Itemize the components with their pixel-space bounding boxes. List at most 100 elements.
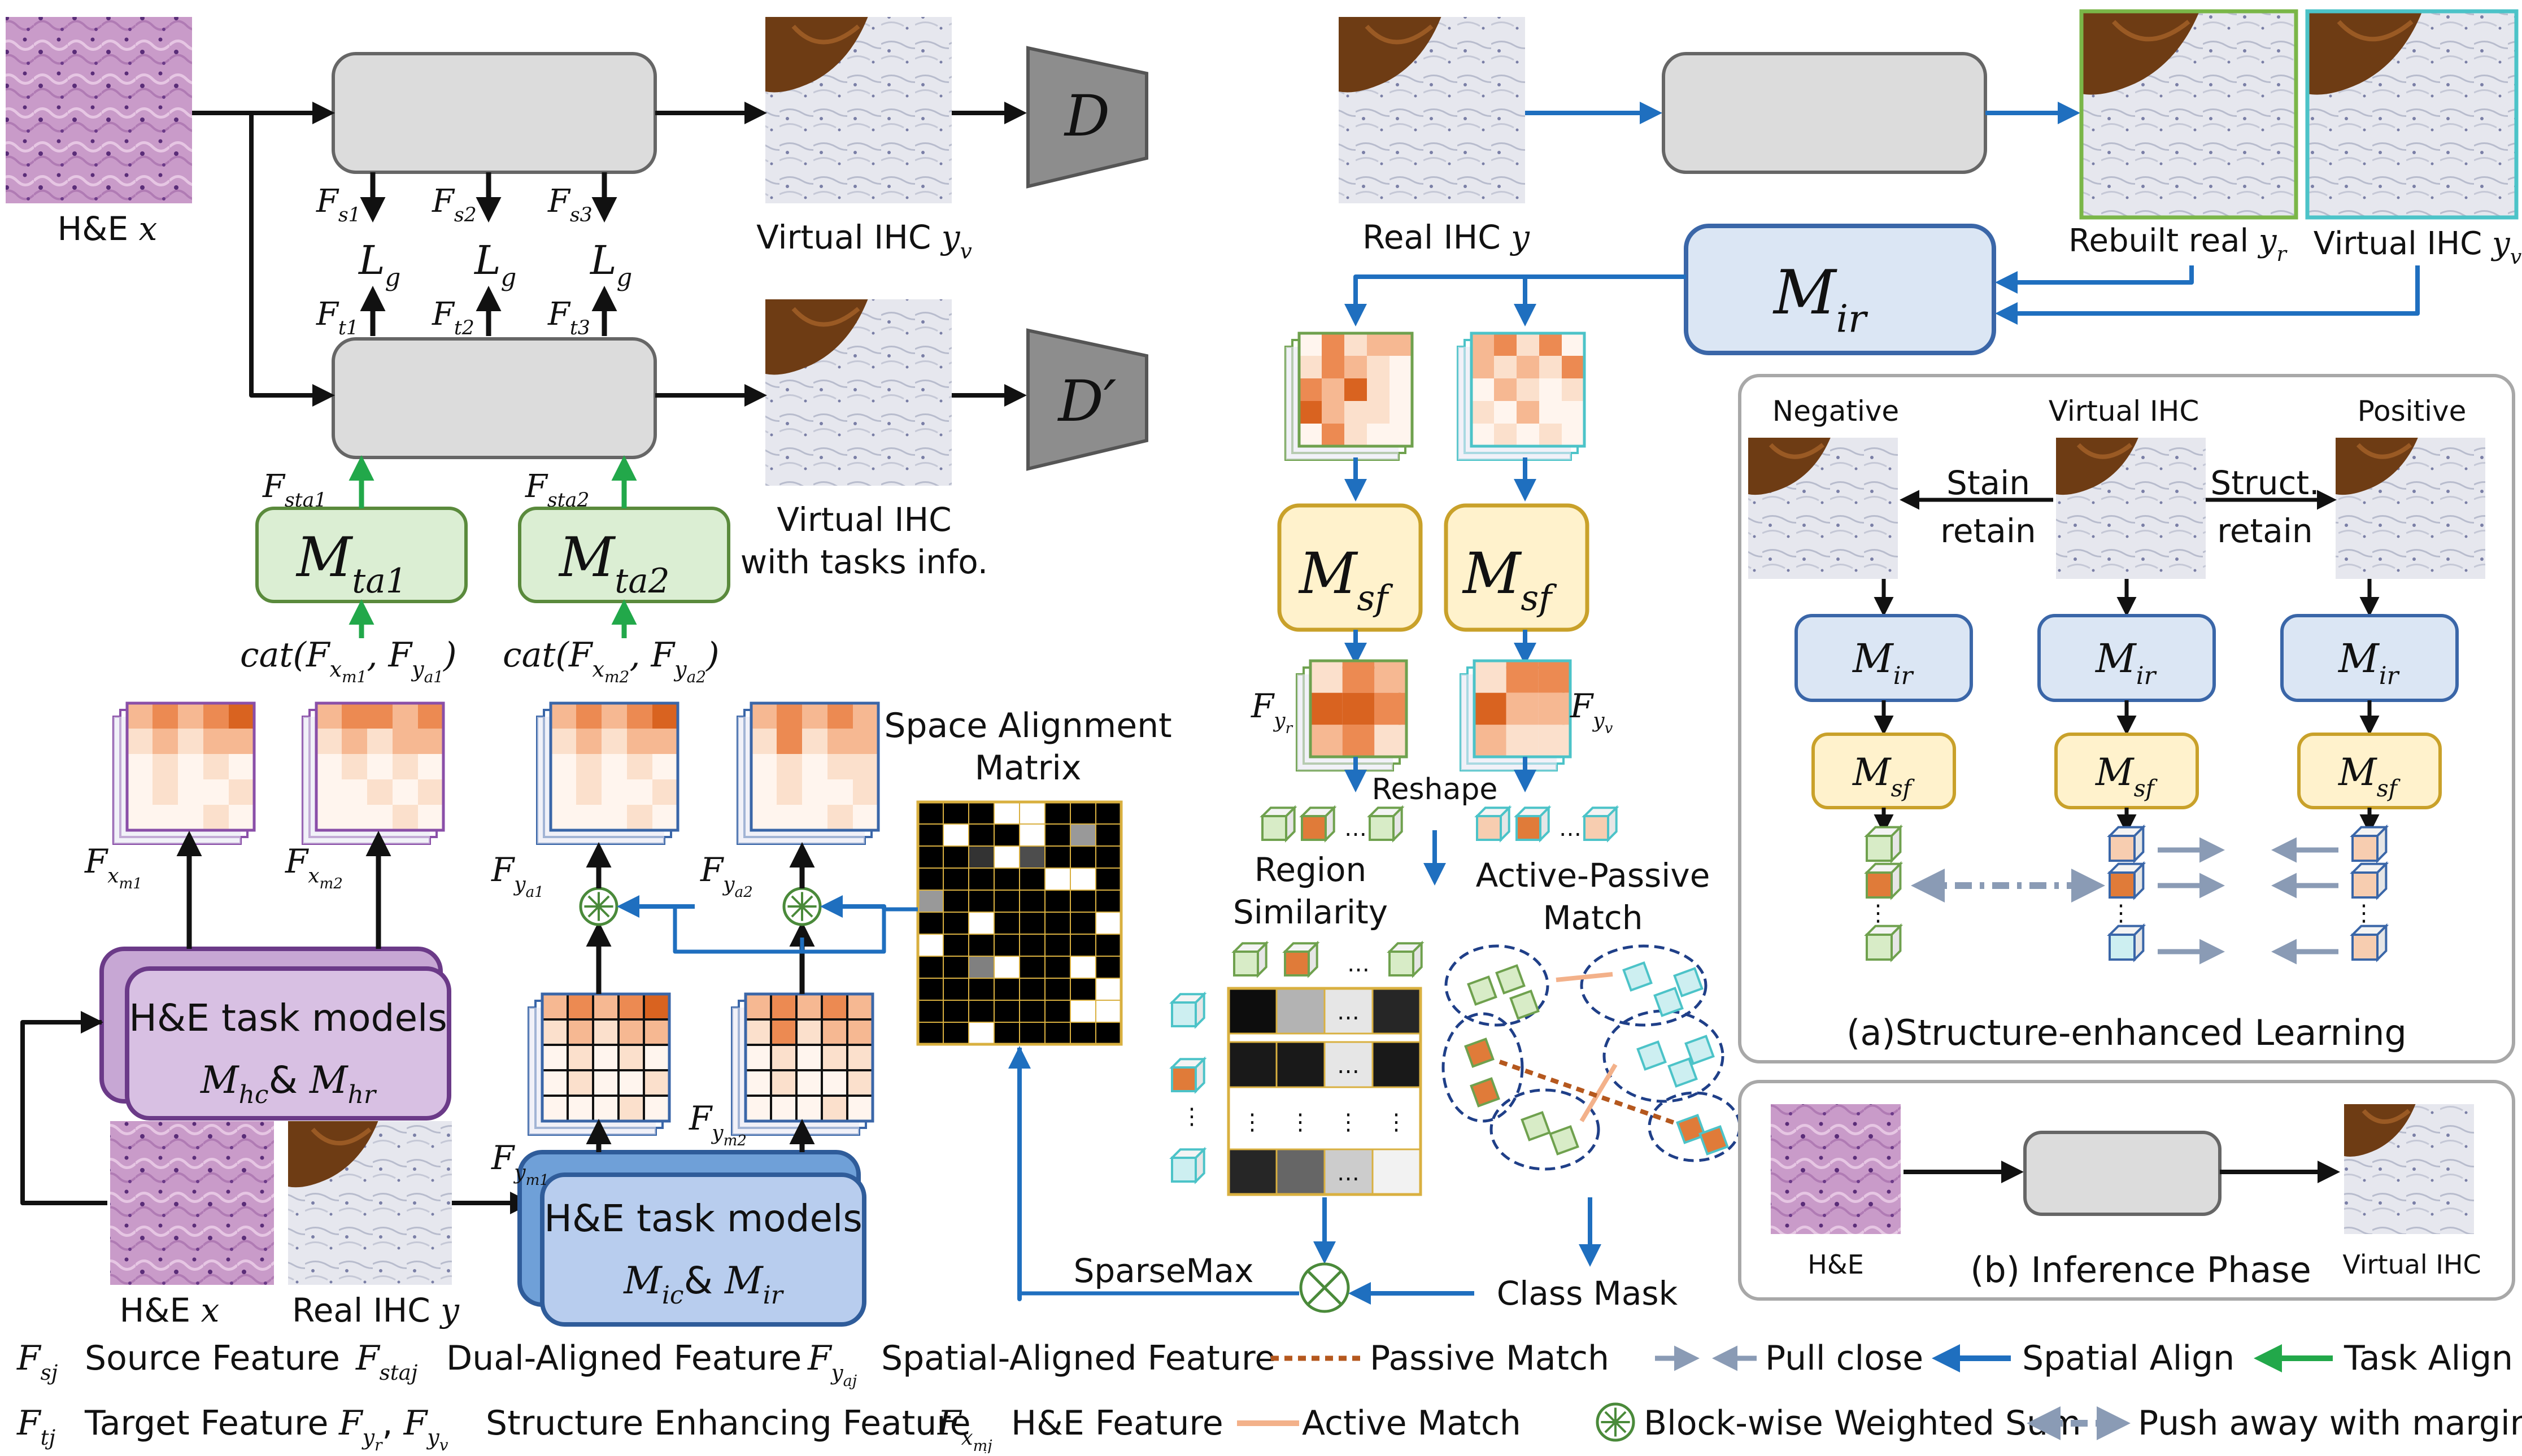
- heat-cell: [627, 779, 652, 805]
- label-text: Virtual IHC: [756, 218, 942, 256]
- ss: v: [439, 1436, 448, 1453]
- matrix-cell: [1095, 890, 1122, 913]
- cat-text: cat(F: [240, 635, 331, 675]
- m-var: M: [309, 1058, 349, 1102]
- target-feature-label-2: Ft2: [432, 296, 474, 339]
- heat-cell: [342, 729, 367, 754]
- heat-cell: [1342, 725, 1375, 757]
- heat-cell: [802, 779, 827, 805]
- heat-cell: [1367, 333, 1390, 356]
- panel-a-virtual: Virtual IHC: [2049, 395, 2199, 428]
- rebuilt-real-image: [2079, 9, 2298, 220]
- heat-cell: [1562, 424, 1584, 446]
- dab-stain-detail: [2356, 443, 2412, 459]
- heat-cell: [568, 1045, 593, 1070]
- matrix-cell: [994, 801, 1020, 825]
- fym-2-label: Fym2: [689, 1099, 747, 1149]
- matrix-cell: [1044, 868, 1071, 891]
- cube: [1514, 805, 1552, 843]
- matrix-cell: [1019, 934, 1046, 957]
- matrix-cell: [917, 934, 944, 957]
- heat-cell: [847, 1096, 873, 1121]
- fym-1-label: Fym1: [491, 1139, 549, 1189]
- matrix-cell: [1070, 801, 1096, 825]
- match-square: [1467, 975, 1497, 1006]
- heat-cell: [802, 805, 827, 830]
- task-align-module-1-label: Mta1: [295, 526, 407, 601]
- legend-yaj-text: Spatial-Aligned Feature: [881, 1339, 1275, 1378]
- discriminator-shape: [1026, 46, 1148, 189]
- real-ihc-top-label: Real IHC y: [1362, 218, 1530, 256]
- heat-cell: [1494, 356, 1517, 378]
- cube-face: [1301, 815, 1327, 841]
- heat-cell: [316, 805, 342, 830]
- heat-cell: [342, 779, 367, 805]
- label-text: H&E: [58, 210, 139, 248]
- heat-cell: [1299, 356, 1322, 378]
- matrix-cell: [968, 978, 995, 1001]
- g-vis-top-box: [332, 52, 657, 174]
- cube-face: [1171, 1001, 1197, 1027]
- matrix-cell: [1095, 868, 1122, 891]
- tissue-texture: [110, 1121, 274, 1285]
- math-sub: y: [722, 873, 735, 896]
- heat-cell: [1471, 378, 1494, 401]
- heat-cell: [644, 1045, 669, 1070]
- cube: [1864, 861, 1904, 900]
- heat-cell: [178, 754, 203, 779]
- label-var: y: [1509, 218, 1530, 256]
- cube-face: [2109, 835, 2136, 862]
- heat-cell: [602, 805, 627, 830]
- math-sub: sf: [1521, 577, 1557, 618]
- cluster-ellipse: [1580, 944, 1708, 1027]
- math-sub: ta1: [352, 562, 407, 601]
- matrix-cell: [994, 845, 1020, 869]
- heat-cell: [652, 703, 678, 729]
- cat-label-1: cat(Fxm1, Fya1): [240, 635, 457, 686]
- vellipsis: ⋮: [1289, 1109, 1312, 1135]
- arrow-rebuilt-to-mir: [1995, 265, 2194, 294]
- matrix-cell: [917, 1022, 944, 1045]
- panel-a-msf-label-2: Msf: [2095, 751, 2158, 802]
- heat-cell: [1539, 333, 1562, 356]
- math-sub: t3: [570, 317, 590, 339]
- heat-cell: [746, 1070, 771, 1096]
- legend-staj-symbol: Fstaj: [355, 1339, 417, 1385]
- math-var: M: [558, 526, 616, 589]
- heat-cell: [1310, 661, 1343, 693]
- panel-b-he-image: [1771, 1104, 1901, 1234]
- cube-face: [2109, 934, 2136, 961]
- label-text: Virtual IHC: [2314, 225, 2492, 262]
- math-sub: staj: [380, 1360, 418, 1385]
- matrix-cell: [943, 823, 969, 847]
- matrix-cell: [1044, 1000, 1071, 1023]
- cat-subsub: m1: [342, 668, 367, 686]
- heat-cell: [746, 1096, 771, 1121]
- g-vis-right-box: [1662, 52, 1987, 174]
- matrix-cell: [968, 890, 995, 913]
- sep: ,: [382, 1403, 404, 1443]
- heat-cell: [618, 1045, 644, 1070]
- cluster-ellipse: [1444, 944, 1549, 1027]
- heat-cell: [822, 1019, 847, 1045]
- heat-border: [315, 701, 445, 832]
- matrix-cell: [917, 956, 944, 979]
- cube-face: [1388, 951, 1414, 977]
- matrix-cell: [917, 978, 944, 1001]
- cube-face: [1233, 951, 1259, 977]
- matrix-cell: [943, 1022, 969, 1045]
- panel-a-struct-1: Struct.: [2210, 464, 2319, 502]
- match-square: [1676, 1114, 1706, 1144]
- fx-m2-label: Fxm2: [285, 842, 343, 892]
- heat-cell: [542, 1070, 568, 1096]
- matrix-cell: [994, 823, 1020, 847]
- panel-a-cubes-positive: ⋮: [2350, 824, 2389, 962]
- heat-cell: [652, 729, 678, 754]
- heat-cell: [367, 703, 393, 729]
- cube: [1169, 991, 1207, 1029]
- heat-cell: [1538, 692, 1570, 725]
- math-var: F: [547, 183, 571, 220]
- fx-m1-feature-map: [112, 701, 256, 845]
- sim-cell: [1323, 1041, 1374, 1088]
- math-sub: s1: [338, 204, 361, 226]
